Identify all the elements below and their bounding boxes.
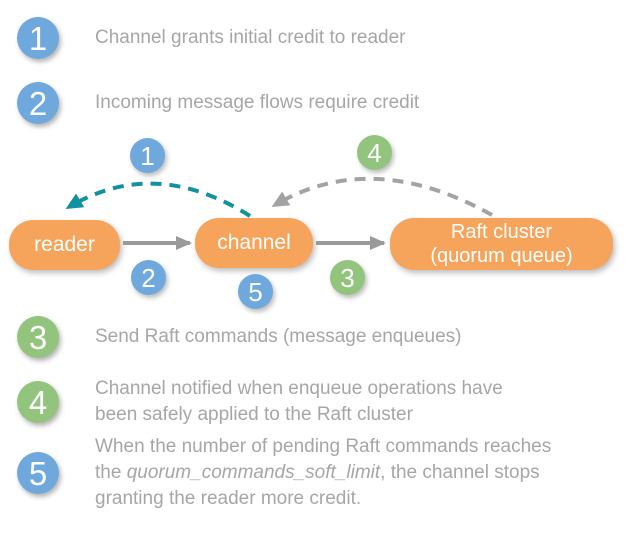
node-raft-cluster: Raft cluster (quorum queue) [390, 218, 613, 270]
legend-item-3: 3 Send Raft commands (message enqueues) [17, 316, 461, 358]
legend-item-5: 5 When the number of pending Raft comman… [17, 434, 551, 512]
legend-item-1: 1 Channel grants initial credit to reade… [17, 17, 406, 59]
step-4-text: Channel notified when enqueue operations… [95, 376, 503, 428]
legend-item-4: 4 Channel notified when enqueue operatio… [17, 376, 503, 428]
step-5-text-line3: granting the reader more credit. [95, 488, 362, 509]
legend-item-2: 2 Incoming message flows require credit [17, 82, 419, 124]
diagram-badge-3: 3 [330, 260, 365, 295]
step-4-badge: 4 [17, 381, 59, 423]
diagram-badge-4: 4 [357, 135, 392, 170]
step-2-text: Incoming message flows require credit [95, 92, 420, 113]
node-raft-label-line1: Raft cluster [450, 221, 553, 243]
diagram-badge-2: 2 [131, 260, 166, 295]
step-5-text-line2-after: , the channel stops [380, 462, 540, 483]
diagram-badge-1: 1 [130, 138, 165, 173]
node-channel: channel [195, 218, 313, 268]
node-reader: reader [9, 220, 120, 270]
step-4-text-line2: been safely applied to the Raft cluster [95, 404, 413, 425]
step-3-text: Send Raft commands (message enqueues) [95, 326, 462, 347]
diagram-badge-5: 5 [238, 274, 273, 309]
step-4-text-line1: Channel notified when enqueue operations… [95, 378, 503, 399]
step-5-text-soft-limit-term: quorum_commands_soft_limit [126, 462, 381, 483]
step-2-badge: 2 [17, 82, 59, 124]
step-5-text: When the number of pending Raft commands… [95, 434, 551, 512]
node-channel-label: channel [217, 231, 291, 254]
step-3-badge: 3 [17, 316, 59, 358]
step-5-badge: 5 [17, 452, 59, 494]
step-5-text-line2-before: the [95, 462, 127, 483]
arrow-raft-to-channel-notify [271, 176, 493, 217]
step-1-text: Channel grants initial credit to reader [95, 27, 406, 48]
step-5-text-line1: When the number of pending Raft commands… [95, 436, 552, 457]
arrow-channel-to-reader-credit [65, 181, 252, 218]
step-1-badge: 1 [17, 17, 59, 59]
node-raft-label-line2: (quorum queue) [430, 245, 573, 267]
node-reader-label: reader [34, 233, 95, 256]
